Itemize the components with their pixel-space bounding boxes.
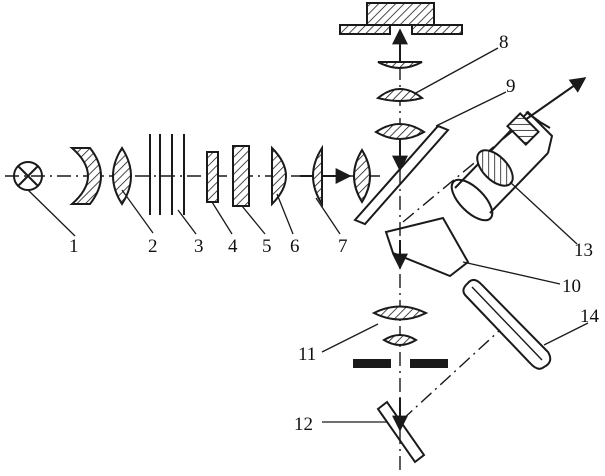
biconvex-lens-2 [112,146,132,206]
label-7: 7 [338,236,348,257]
plano-convex-lens-7 [312,144,323,208]
label-10: 10 [562,276,581,297]
biconvex-lens-before-mirror [353,148,371,204]
label-9: 9 [506,76,516,97]
oblique-output-arrow [524,77,587,121]
filter-plates [149,134,185,215]
label-6: 6 [290,236,300,257]
element-5-block [232,145,250,207]
tube-14 [462,279,552,370]
label-11: 11 [298,344,316,365]
aperture-left [353,359,391,368]
label-8: 8 [499,32,509,53]
upper-lens-top [377,61,423,69]
plano-convex-lens-6 [271,145,287,207]
top-target-stage [339,2,463,35]
label-2: 2 [148,236,158,257]
eyepiece-tube [450,110,554,222]
lower-lens-11 [371,305,429,321]
upper-lens-8 [375,88,425,102]
aperture-right [410,359,448,368]
label-5: 5 [262,236,272,257]
leader-lines [27,47,589,423]
label-13: 13 [574,240,593,261]
beam-splitter-plate [353,124,450,226]
element-4-block [206,151,219,203]
prism-10 [384,216,470,278]
meniscus-lens [69,147,102,205]
lower-mirror-12 [376,400,426,464]
tube-14-inner [471,286,543,361]
label-12: 12 [294,414,313,435]
label-14: 14 [580,306,600,327]
oblique-lower-axis [401,329,501,421]
label-4: 4 [228,236,238,257]
upper-lens-lower [374,123,426,140]
label-1: 1 [69,236,79,257]
lower-small-lens [382,334,418,346]
label-3: 3 [194,236,204,257]
